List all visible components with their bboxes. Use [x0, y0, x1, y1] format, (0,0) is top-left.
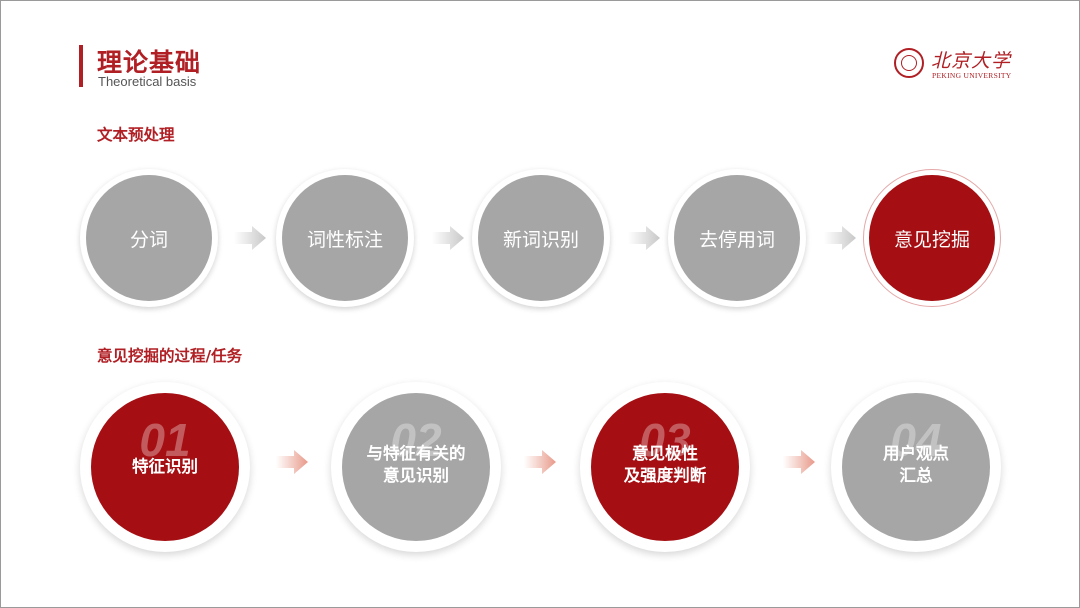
- step-label: 新词识别: [478, 175, 604, 301]
- step-label: 词性标注: [282, 175, 408, 301]
- step-label: 分词: [86, 175, 212, 301]
- page-title: 理论基础: [97, 48, 202, 77]
- logo-name-cn: 北京大学: [931, 50, 1012, 72]
- title-accent-bar: [79, 45, 83, 87]
- right-arrow-icon: [432, 226, 464, 250]
- seal-icon: [894, 48, 924, 78]
- step-opinion-mining: 意见挖掘: [863, 169, 1001, 307]
- task-label-line1: 与特征有关的: [366, 444, 466, 463]
- right-arrow-icon: [628, 226, 660, 250]
- task-label-line2: 意见识别: [383, 466, 449, 485]
- task-label-line2: 汇总: [899, 466, 933, 485]
- step-segmentation: 分词: [80, 169, 218, 307]
- task-number: 03: [639, 414, 691, 466]
- step-label: 去停用词: [674, 175, 800, 301]
- task-label-line1: 用户观点: [883, 444, 949, 463]
- section-label-preprocessing: 文本预处理: [97, 126, 175, 144]
- task-opinion-summary: 04 用户观点 汇总: [831, 382, 1001, 552]
- step-pos-tagging: 词性标注: [276, 169, 414, 307]
- task-number: 01: [139, 414, 191, 466]
- section-label-opinion-mining: 意见挖掘的过程/任务: [97, 347, 243, 365]
- page-subtitle: Theoretical basis: [98, 74, 197, 89]
- right-arrow-icon: [524, 450, 556, 474]
- right-arrow-icon: [234, 226, 266, 250]
- step-new-word-detection: 新词识别: [472, 169, 610, 307]
- task-label-line1: 意见极性: [632, 444, 698, 463]
- task-number: 02: [390, 414, 442, 466]
- task-label-line2: 及强度判断: [623, 466, 707, 485]
- task-polarity-strength: 03 意见极性 及强度判断: [580, 382, 750, 552]
- logo-name-en: PEKING UNIVERSITY: [932, 71, 1012, 80]
- right-arrow-icon: [783, 450, 815, 474]
- right-arrow-icon: [276, 450, 308, 474]
- university-logo: 北京大学 PEKING UNIVERSITY: [894, 46, 1024, 86]
- task-feature-opinion-identification: 02 与特征有关的 意见识别: [331, 382, 501, 552]
- task-feature-identification: 01 特征识别: [80, 382, 250, 552]
- step-label: 意见挖掘: [869, 175, 995, 301]
- right-arrow-icon: [824, 226, 856, 250]
- step-stopword-removal: 去停用词: [668, 169, 806, 307]
- task-number: 04: [890, 414, 942, 466]
- task-label-line1: 特征识别: [132, 457, 198, 476]
